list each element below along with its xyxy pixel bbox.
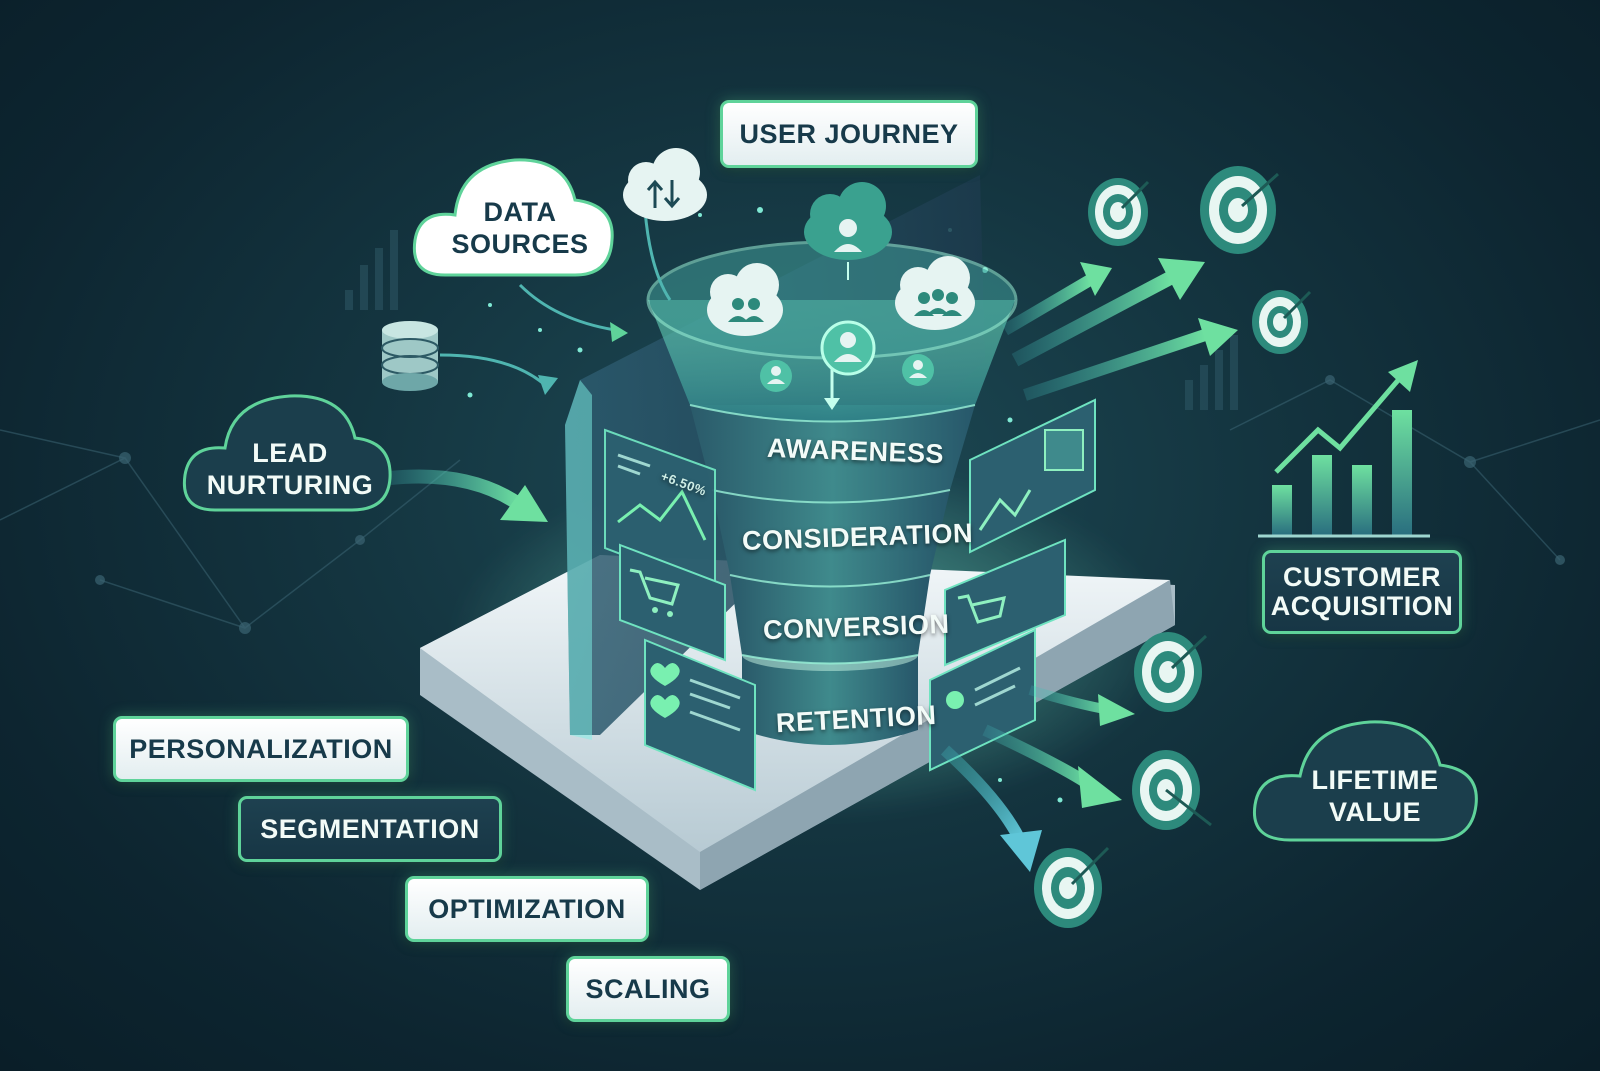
bar-chart-icon xyxy=(1258,360,1430,538)
background-bars xyxy=(345,230,1238,410)
target-icon-3 xyxy=(1252,290,1312,354)
cloud-data-sources xyxy=(412,158,614,277)
funnel-stage-awareness: AWARENESS xyxy=(766,432,945,470)
image-card xyxy=(969,398,1096,554)
data-sources-line-2: SOURCES xyxy=(451,229,589,259)
scaling-text: SCALING xyxy=(585,973,711,1004)
customer-acquisition-label: CUSTOMER ACQUISITION xyxy=(1262,550,1462,634)
cloud-users-icon-left xyxy=(707,263,783,336)
user-journey-text: USER JOURNEY xyxy=(739,118,959,149)
lead-nurturing-line-2: NURTURING xyxy=(206,470,374,500)
personalization-text: PERSONALIZATION xyxy=(129,733,393,764)
customer-acquisition-line-1: CUSTOMER xyxy=(1282,562,1441,592)
cloud-users-icon-right xyxy=(895,256,975,330)
data-sources-line-1: DATA xyxy=(483,197,557,227)
personalization-label: PERSONALIZATION xyxy=(113,716,409,782)
target-icon-6 xyxy=(1034,846,1110,928)
cart-card-left xyxy=(619,543,726,662)
target-icon-4 xyxy=(1134,632,1208,712)
lead-nurturing-line-1: LEAD xyxy=(252,438,328,468)
shopping-cart-icon xyxy=(957,594,1006,624)
segmentation-text: SEGMENTATION xyxy=(260,813,480,844)
cart-card-right xyxy=(944,538,1066,667)
target-icon-1 xyxy=(1088,178,1150,246)
network-nodes xyxy=(95,375,1565,634)
target-icons xyxy=(1034,166,1312,928)
cloud-lead-nurturing xyxy=(182,394,392,512)
cloud-user-icon-top xyxy=(804,182,892,280)
heart-card xyxy=(644,638,756,792)
cloud-lifetime-value xyxy=(1252,720,1478,842)
database-icon xyxy=(381,321,439,391)
optimization-label: OPTIMIZATION xyxy=(405,876,649,942)
segmentation-label: SEGMENTATION xyxy=(238,796,502,862)
target-icon-5 xyxy=(1132,750,1212,830)
user-icon-small-left xyxy=(760,360,792,392)
incoming-arrows xyxy=(383,209,672,522)
target-icon-2 xyxy=(1200,166,1279,254)
optimization-text: OPTIMIZATION xyxy=(428,893,626,924)
profile-card xyxy=(929,628,1036,772)
scaling-label: SCALING xyxy=(566,956,730,1022)
dashboard-cards-right xyxy=(929,398,1096,772)
dashboard-cards-left xyxy=(604,428,756,792)
lead-nurturing-label: LEAD NURTURING xyxy=(195,437,385,501)
lifetime-value-line-1: LIFETIME xyxy=(1311,765,1439,795)
user-icon-center xyxy=(820,320,876,376)
funnel-users xyxy=(707,182,975,392)
lifetime-value-line-2: VALUE xyxy=(1328,797,1421,827)
heart-icon xyxy=(650,663,680,718)
cloud-upload-download-icon xyxy=(623,148,707,221)
user-journey-label: USER JOURNEY xyxy=(720,100,978,168)
outgoing-arrows xyxy=(940,258,1238,872)
customer-acquisition-line-2: ACQUISITION xyxy=(1270,591,1454,621)
funnel-stage-conversion: CONVERSION xyxy=(762,608,950,646)
data-sources-label: DATA SOURCES xyxy=(440,196,600,260)
shopping-cart-icon xyxy=(629,568,680,606)
user-icon-small-right xyxy=(902,354,934,386)
lifetime-value-label: LIFETIME VALUE xyxy=(1280,764,1470,828)
